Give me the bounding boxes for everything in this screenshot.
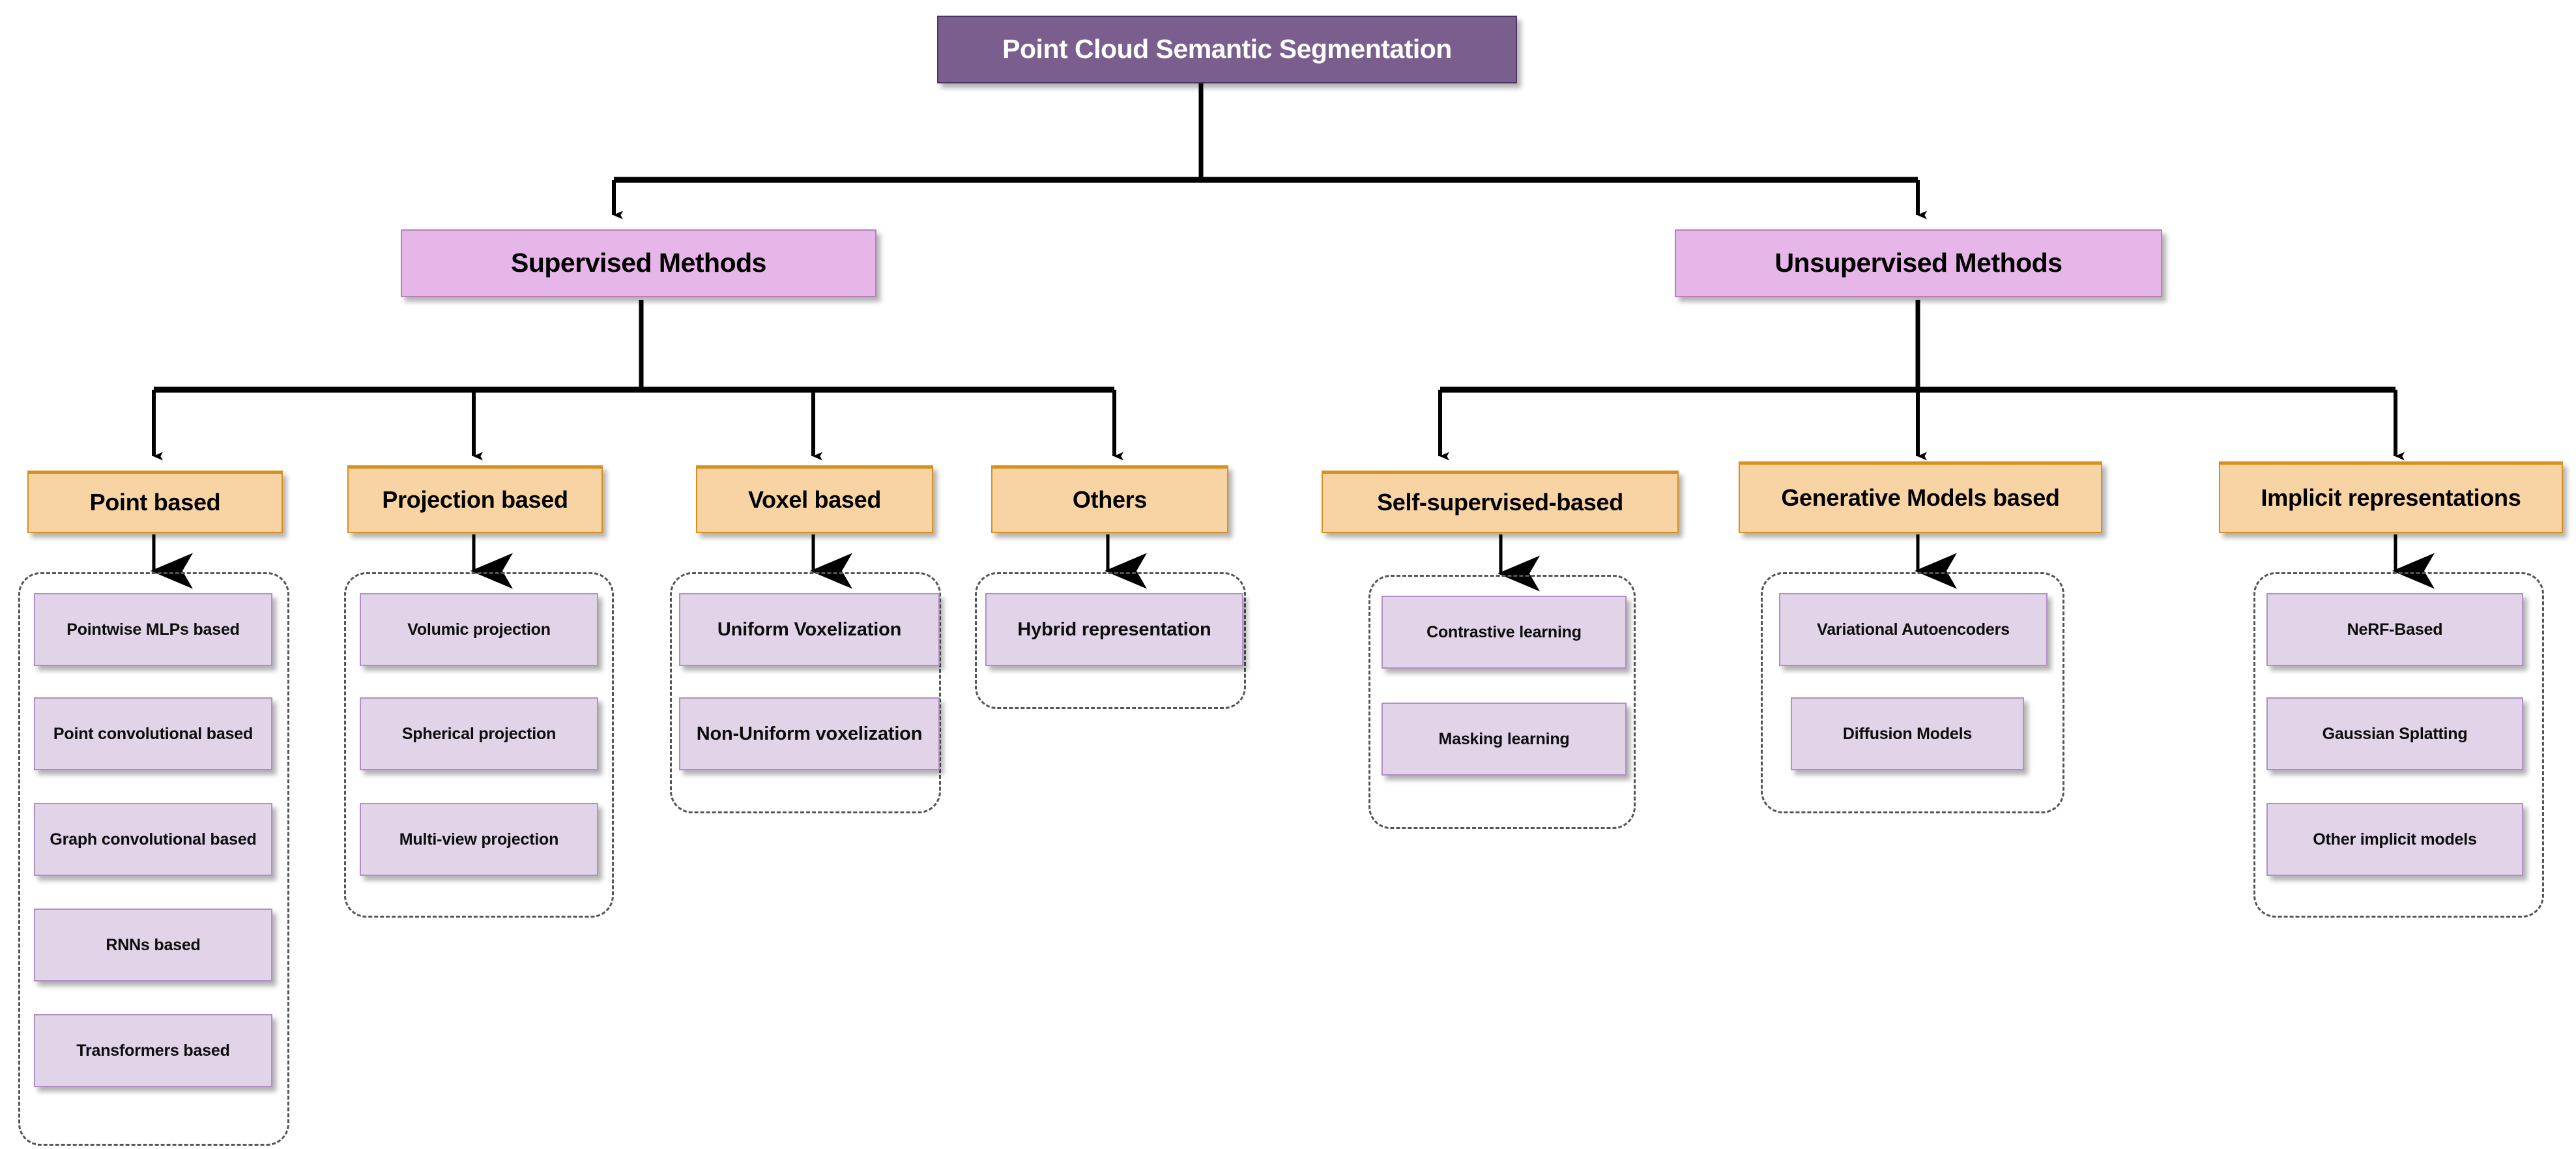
leaf-non-uniform-voxelization[interactable]: Non-Uniform voxelization — [679, 697, 940, 770]
leaf-hybrid-representation[interactable]: Hybrid representation — [985, 593, 1243, 666]
category-self-supervised-based[interactable]: Self-supervised-based — [1322, 471, 1679, 533]
category-point-based[interactable]: Point based — [27, 471, 283, 533]
leaf-uniform-voxelization[interactable]: Uniform Voxelization — [679, 593, 940, 666]
branch-supervised-methods[interactable]: Supervised Methods — [401, 229, 876, 297]
leaf-volumic-projection[interactable]: Volumic projection — [360, 593, 598, 666]
leaf-graph-convolutional-based[interactable]: Graph convolutional based — [34, 803, 272, 876]
root-node[interactable]: Point Cloud Semantic Segmentation — [937, 16, 1517, 83]
category-implicit-representations[interactable]: Implicit representations — [2219, 461, 2563, 533]
group-generative-models-based — [1761, 572, 2064, 813]
leaf-spherical-projection[interactable]: Spherical projection — [360, 697, 598, 770]
leaf-pointwise-mlps-based[interactable]: Pointwise MLPs based — [34, 593, 272, 666]
leaf-point-convolutional-based[interactable]: Point convolutional based — [34, 697, 272, 770]
leaf-contrastive-learning[interactable]: Contrastive learning — [1382, 596, 1627, 669]
leaf-gaussian-splatting[interactable]: Gaussian Splatting — [2266, 697, 2523, 770]
category-voxel-based[interactable]: Voxel based — [696, 465, 933, 533]
leaf-masking-learning[interactable]: Masking learning — [1382, 703, 1627, 776]
leaf-multi-view-projection[interactable]: Multi-view projection — [360, 803, 598, 876]
leaf-transformers-based[interactable]: Transformers based — [34, 1014, 272, 1087]
leaf-nerf-based[interactable]: NeRF-Based — [2266, 593, 2523, 666]
leaf-variational-autoencoders[interactable]: Variational Autoencoders — [1779, 593, 2048, 666]
leaf-rnns-based[interactable]: RNNs based — [34, 909, 272, 982]
group-voxel-based — [670, 572, 941, 813]
branch-unsupervised-methods[interactable]: Unsupervised Methods — [1675, 229, 2162, 297]
category-projection-based[interactable]: Projection based — [347, 465, 603, 533]
leaf-diffusion-models[interactable]: Diffusion Models — [1791, 697, 2024, 770]
leaf-other-implicit-models[interactable]: Other implicit models — [2266, 803, 2523, 876]
category-generative-models-based[interactable]: Generative Models based — [1739, 461, 2102, 533]
category-others[interactable]: Others — [991, 465, 1228, 533]
